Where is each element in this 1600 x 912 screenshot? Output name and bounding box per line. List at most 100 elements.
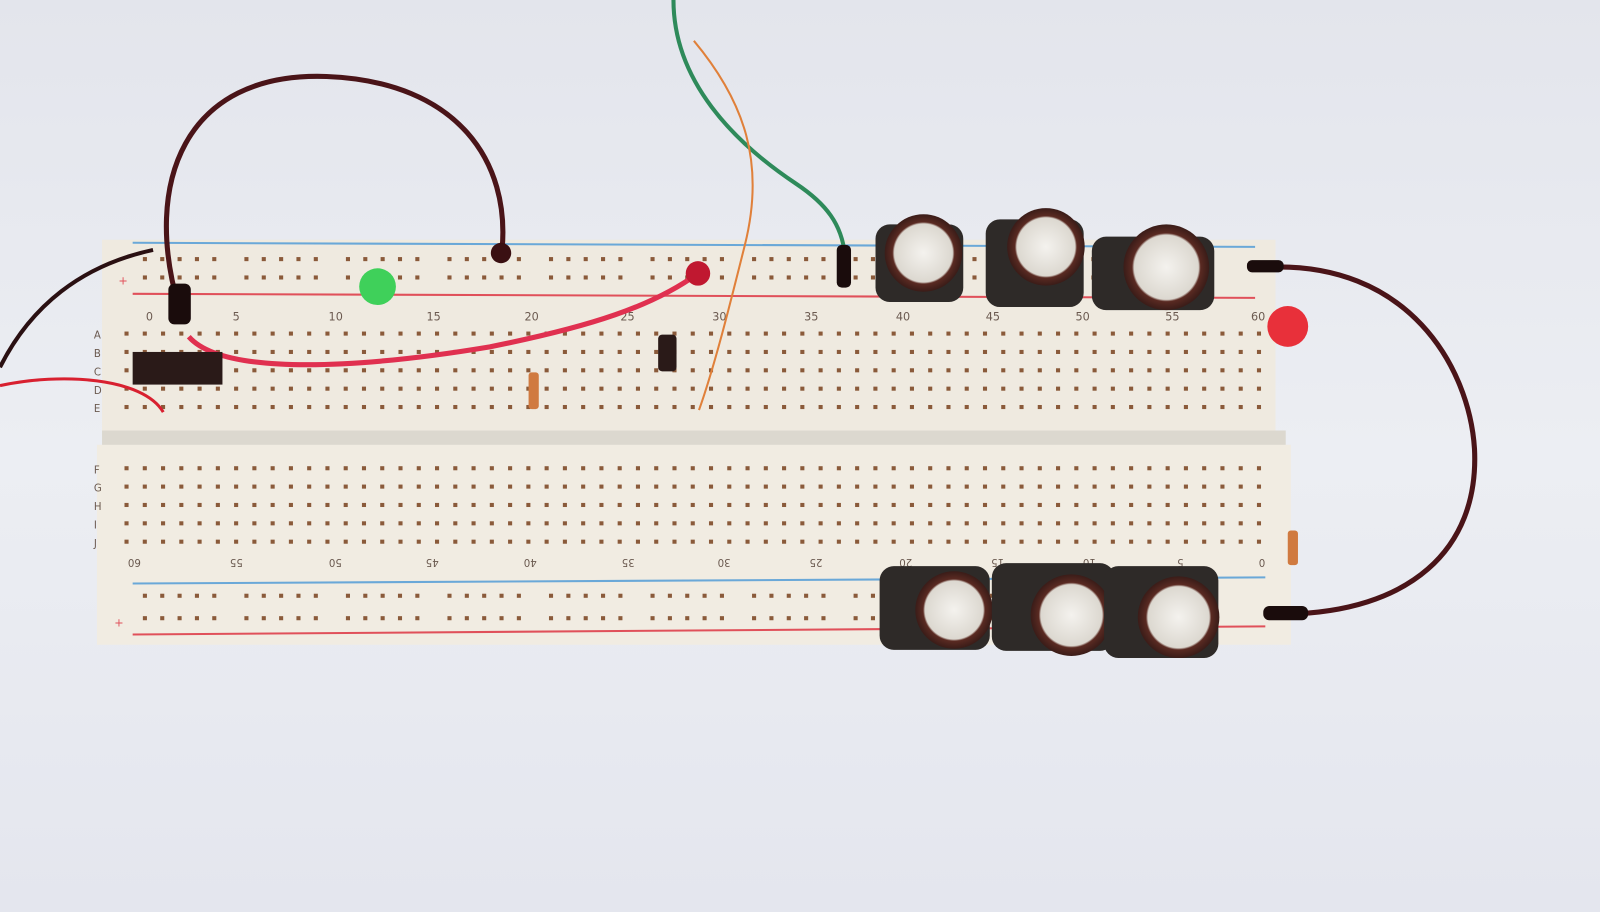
- breadboard-hole: [1129, 502, 1134, 508]
- breadboard-hole: [212, 275, 217, 280]
- breadboard-hole: [1092, 539, 1097, 544]
- breadboard-hole: [508, 331, 513, 336]
- breadboard-hole: [194, 275, 199, 280]
- breadboard-hole: [708, 349, 714, 354]
- breadboard-hole: [215, 539, 220, 544]
- breadboard-hole: [870, 257, 875, 262]
- breadboard-hole: [1092, 466, 1097, 471]
- breadboard-hole: [690, 466, 695, 471]
- breadboard-hole: [946, 466, 951, 471]
- breadboard-hole: [471, 331, 476, 336]
- breadboard-hole: [964, 386, 969, 391]
- breadboard-hole: [471, 386, 476, 391]
- breadboard-hole: [708, 484, 714, 489]
- breadboard-hole: [601, 257, 606, 262]
- breadboard-hole: [690, 539, 695, 544]
- breadboard-hole: [516, 257, 521, 262]
- breadboard-hole: [818, 466, 823, 471]
- breadboard-hole: [380, 521, 385, 526]
- breadboard-hole: [471, 466, 476, 471]
- breadboard-hole: [234, 521, 239, 526]
- breadboard-hole: [234, 349, 239, 354]
- breadboard-hole: [928, 386, 933, 391]
- breadboard-hole: [782, 404, 787, 410]
- breadboard-hole: [581, 502, 586, 508]
- breadboard-hole: [982, 386, 988, 391]
- breadboard-hole: [672, 539, 677, 544]
- breadboard-hole: [252, 502, 257, 508]
- breadboard-hole: [270, 368, 275, 373]
- breadboard-hole: [562, 368, 567, 373]
- breadboard-hole: [489, 484, 494, 489]
- breadboard-hole: [782, 521, 787, 526]
- breadboard-hole: [544, 521, 549, 526]
- breadboard-hole: [288, 386, 293, 391]
- breadboard-hole: [1001, 349, 1006, 354]
- breadboard-hole: [343, 484, 348, 489]
- breadboard-hole: [1074, 502, 1079, 508]
- breadboard-hole: [836, 368, 841, 373]
- breadboard-hole: [1165, 502, 1170, 508]
- breadboard-hole: [160, 275, 165, 280]
- breadboard-hole: [489, 521, 494, 526]
- breadboard-hole: [1202, 502, 1207, 508]
- breadboard-hole: [1092, 484, 1097, 489]
- breadboard-hole: [891, 502, 896, 508]
- breadboard-hole: [343, 502, 348, 508]
- breadboard-hole: [836, 466, 841, 471]
- breadboard-hole: [489, 404, 494, 410]
- breadboard-hole: [818, 539, 823, 544]
- breadboard-hole: [672, 502, 677, 508]
- breadboard-hole: [1220, 539, 1225, 544]
- capacitor: [1007, 208, 1085, 286]
- breadboard-hole: [654, 502, 659, 508]
- breadboard-hole: [909, 521, 914, 526]
- breadboard-hole: [124, 484, 129, 489]
- breadboard-hole: [1202, 386, 1207, 391]
- breadboard-hole: [562, 521, 567, 526]
- breadboard-hole: [325, 539, 330, 544]
- breadboard-hole: [160, 593, 165, 598]
- breadboard-hole: [1092, 386, 1097, 391]
- breadboard-hole: [435, 386, 440, 391]
- breadboard-hole: [1037, 386, 1042, 391]
- breadboard-hole: [964, 466, 969, 471]
- breadboard-hole: [1238, 386, 1243, 391]
- breadboard-hole: [650, 593, 655, 598]
- breadboard-hole: [270, 331, 275, 336]
- breadboard-hole: [398, 331, 403, 336]
- breadboard-hole: [544, 368, 549, 373]
- breadboard-hole: [343, 386, 348, 391]
- breadboard-hole: [343, 331, 348, 336]
- breadboard-hole: [635, 331, 640, 336]
- breadboard-hole: [617, 331, 622, 336]
- breadboard-hole: [345, 275, 350, 280]
- breadboard-hole: [544, 539, 549, 544]
- breadboard-hole: [690, 349, 695, 354]
- breadboard-hole: [821, 616, 826, 621]
- breadboard-hole: [1202, 331, 1207, 336]
- breadboard-hole: [1019, 484, 1024, 489]
- breadboard-hole: [142, 466, 147, 471]
- breadboard-hole: [654, 404, 659, 410]
- breadboard-hole: [215, 521, 220, 526]
- breadboard-hole: [635, 502, 640, 508]
- breadboard-hole: [215, 386, 220, 391]
- breadboard-hole: [1037, 539, 1042, 544]
- col-num-bottom: 60: [128, 556, 141, 567]
- breadboard-hole: [1019, 539, 1024, 544]
- breadboard-hole: [818, 386, 823, 391]
- breadboard-hole: [708, 521, 714, 526]
- breadboard-hole: [769, 593, 774, 598]
- breadboard-hole: [891, 368, 896, 373]
- breadboard-hole: [508, 502, 513, 508]
- breadboard-hole: [873, 521, 878, 526]
- row-letter: D: [94, 386, 102, 397]
- breadboard-hole: [296, 593, 301, 598]
- breadboard-hole: [972, 275, 977, 280]
- breadboard-hole: [782, 386, 787, 391]
- breadboard-hole: [909, 349, 914, 354]
- breadboard-hole: [489, 539, 494, 544]
- breadboard-hole: [745, 466, 750, 471]
- breadboard-hole: [1074, 386, 1079, 391]
